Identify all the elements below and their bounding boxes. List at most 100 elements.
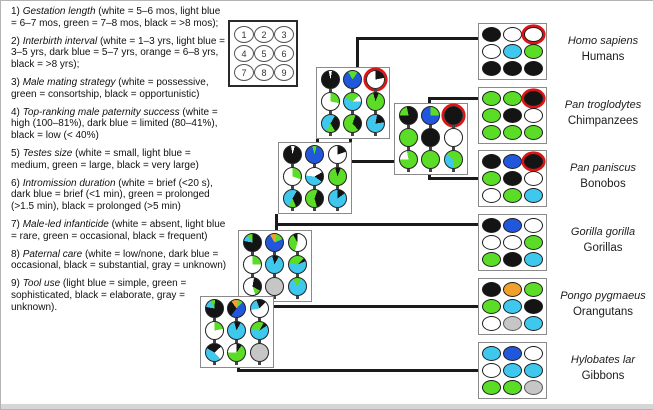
trait-circle	[482, 27, 501, 42]
species-grid-pan-paniscus	[478, 150, 547, 207]
pie-stem	[258, 318, 262, 321]
trait-circle	[503, 125, 522, 140]
window-bottom-edge	[1, 404, 653, 409]
trait-circle	[503, 380, 522, 395]
tree-branch-line	[266, 305, 479, 308]
ancestor-pie-cell	[265, 255, 285, 277]
ancestor-grid-homo-pan-ancestor	[316, 67, 390, 139]
ancestor-pie	[305, 167, 325, 186]
pie-stem	[296, 296, 300, 299]
legend-item-name: Gestation length	[22, 6, 96, 17]
ancestor-pie	[398, 150, 418, 169]
trait-circle	[482, 380, 501, 395]
pie-stem	[235, 318, 239, 321]
legend-item-name: Top-ranking male paternity success	[22, 106, 180, 118]
trait-circle	[503, 282, 522, 297]
ancestor-pie	[227, 299, 247, 318]
pie-stem	[273, 252, 277, 255]
species-scientific-name: Hylobates lar	[570, 354, 636, 366]
ancestor-pie	[242, 255, 262, 274]
ancestor-pie-cell	[227, 321, 247, 343]
legend-item-name: Male-led infanticide	[22, 218, 109, 230]
species-grid-gorilla-gorilla	[478, 214, 547, 271]
ancestor-pie	[328, 189, 348, 208]
trait-circle	[503, 91, 522, 106]
pie-stem	[351, 111, 355, 114]
species-common-name: Gorillas	[583, 242, 623, 254]
legend-item-name: Tool use	[22, 278, 61, 290]
ancestor-pie	[305, 145, 325, 164]
ancestor-pie	[320, 70, 340, 89]
trait-circle	[503, 154, 522, 169]
key-cell: 6	[274, 45, 294, 62]
species-scientific-name: Pan troglodytes	[564, 99, 642, 111]
legend-item-desc: (white = low/none, dark blue = occasiona…	[11, 248, 227, 272]
species-common-name: Bonobos	[580, 178, 626, 190]
ancestor-pie	[421, 106, 441, 125]
ancestor-pie	[265, 277, 285, 296]
tree-branch-line	[428, 97, 431, 104]
trait-circle	[482, 346, 501, 361]
ancestor-pie	[398, 106, 418, 125]
ancestor-pie-cell	[398, 106, 418, 128]
ancestor-grid-african-ape-ancestor	[278, 142, 352, 214]
pie-stem	[212, 318, 216, 321]
ancestor-pie	[320, 92, 340, 111]
ancestor-pie	[320, 114, 340, 133]
pie-stem	[328, 133, 332, 136]
trait-circle	[524, 125, 543, 140]
pie-stem	[328, 111, 332, 114]
key-cell: 5	[254, 45, 274, 62]
ancestor-pie	[305, 189, 325, 208]
trait-circle	[503, 346, 522, 361]
trait-circle	[503, 252, 522, 267]
species-scientific-name: Homo sapiens	[567, 35, 639, 47]
ancestor-pie	[242, 233, 262, 252]
trait-legend: 1) Gestation length (white = 5–6 mos, li…	[11, 6, 227, 320]
pie-stem	[374, 89, 378, 92]
ancestor-pie-cell	[444, 128, 464, 150]
ancestor-pie	[421, 128, 441, 147]
legend-item-number: 2)	[11, 35, 20, 47]
trait-circle	[482, 235, 501, 250]
legend-item-name: Interbirth interval	[22, 35, 98, 47]
trait-circle	[524, 282, 543, 297]
ancestor-grid-great-ape-ancestor	[238, 230, 312, 302]
legend-item-desc: (white = 5–6 mos, light blue = 6–7 mos, …	[11, 6, 221, 29]
trait-circle	[482, 91, 501, 106]
tree-branch-line	[275, 223, 479, 226]
ancestor-pie-cell	[366, 114, 386, 136]
pie-stem	[336, 186, 340, 189]
legend-item: 3) Male mating strategy (white = possess…	[11, 77, 227, 101]
legend-item-name: Male mating strategy	[22, 76, 116, 88]
trait-circle	[524, 108, 543, 123]
ancestor-pie-cell	[305, 189, 325, 211]
pie-stem	[290, 164, 294, 167]
key-cell: 4	[234, 45, 254, 62]
legend-item-desc: (white = possessive, green = consortship…	[11, 76, 209, 100]
ancestor-pie-cell	[444, 150, 464, 172]
ancestor-pie	[343, 114, 363, 133]
ancestor-pie	[204, 321, 224, 340]
legend-item: 8) Paternal care (white = low/none, dark…	[11, 249, 227, 273]
pie-stem	[273, 274, 277, 277]
trait-circle	[524, 91, 543, 106]
key-number: 5	[261, 48, 267, 59]
trait-circle	[524, 171, 543, 186]
ancestor-pie	[282, 167, 302, 186]
key-number: 4	[241, 48, 247, 59]
tree-branch-line	[428, 97, 479, 100]
pie-stem	[429, 125, 433, 128]
key-cell: 2	[254, 26, 274, 43]
ancestor-pie	[288, 277, 308, 296]
ancestor-pie-cell	[320, 70, 340, 92]
trait-circle	[482, 125, 501, 140]
tree-branch-line	[237, 365, 240, 372]
pie-stem	[452, 147, 456, 150]
ancestor-pie	[366, 114, 386, 133]
ancestor-pie	[398, 128, 418, 147]
